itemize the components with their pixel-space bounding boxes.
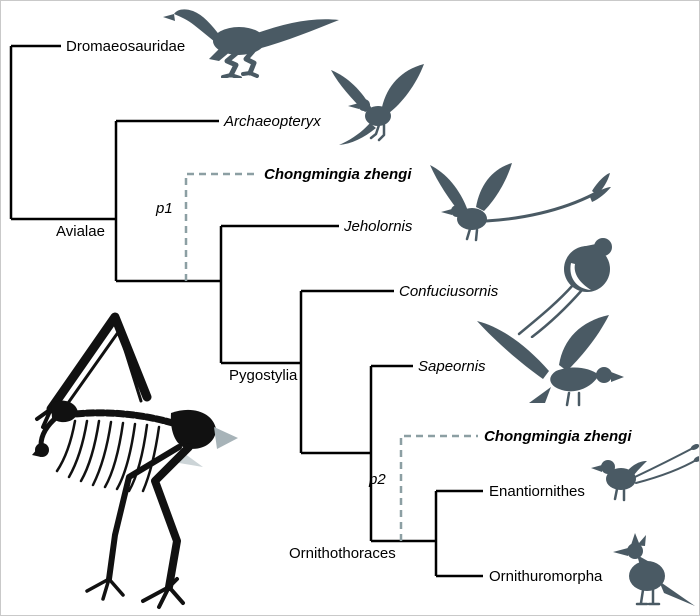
sapeornis-silhouette: [477, 315, 624, 407]
archaeopteryx-silhouette: [331, 64, 424, 145]
clade-label-avialae: Avialae: [56, 223, 105, 240]
dromaeosaurid-silhouette: [163, 9, 339, 78]
clade-label-pygostylia: Pygostylia: [229, 367, 298, 384]
alt-branch-p2: [399, 434, 478, 541]
tip-label-ornithuromorpha: Ornithuromorpha: [489, 568, 603, 585]
tip-label-jeholornis: Jeholornis: [344, 218, 413, 235]
placement-label-p1: p1: [156, 200, 173, 217]
confuciusornis-silhouette: [517, 238, 612, 338]
clade-label-ornithothoraces: Ornithothoraces: [289, 545, 396, 562]
tip-label-enantiornithes: Enantiornithes: [489, 483, 585, 500]
alt-taxon-label-p2: Chongmingia zhengi: [484, 428, 632, 445]
jeholornis-silhouette: [430, 163, 611, 242]
tip-label-archaeopteryx: Archaeopteryx: [224, 113, 321, 130]
placement-label-p2: p2: [369, 471, 386, 488]
alt-taxon-label-p1: Chongmingia zhengi: [264, 166, 412, 183]
enantiornithes-silhouette: [591, 444, 699, 502]
chongmingia-skeleton-illustration: [32, 312, 238, 609]
alt-branch-p1: [184, 172, 259, 281]
tip-label-confuciusornis: Confuciusornis: [399, 283, 499, 300]
tip-label-sapeornis: Sapeornis: [418, 358, 486, 375]
tip-label-dromaeosauridae: Dromaeosauridae: [66, 38, 186, 55]
ornithuromorpha-silhouette: [613, 533, 695, 606]
